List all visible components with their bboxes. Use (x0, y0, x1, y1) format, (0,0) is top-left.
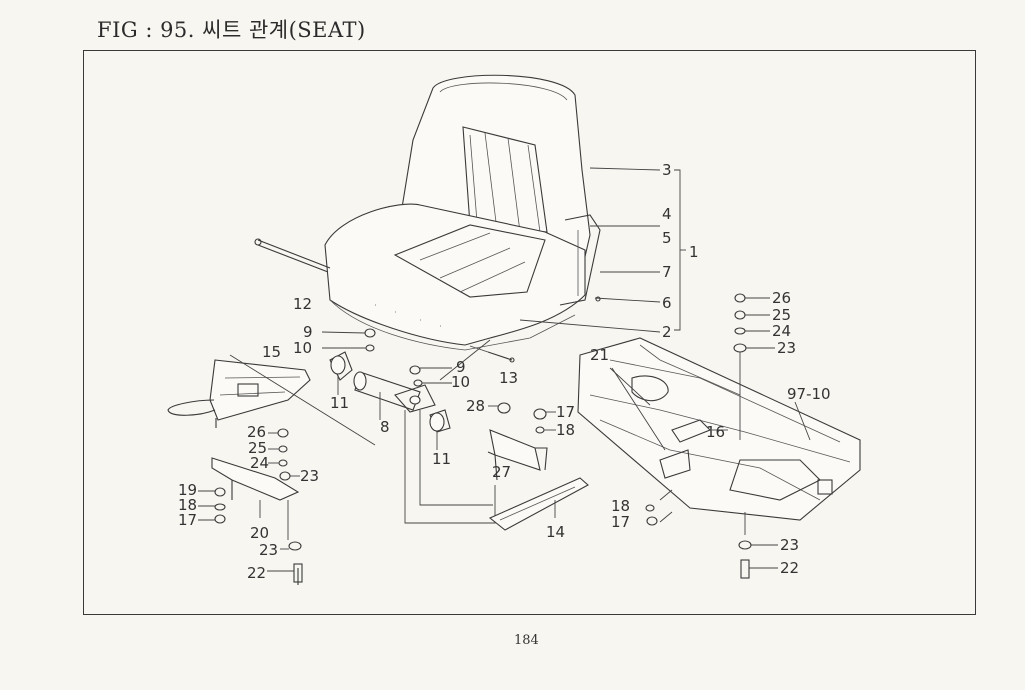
callout-9a: 9 (303, 323, 313, 341)
callout-11a: 11 (330, 394, 349, 412)
callout-labels: 3 4 5 1 7 6 2 12 9 10 15 9 10 13 11 8 11… (178, 161, 831, 582)
callout-9b: 9 (456, 358, 466, 376)
page-number: 184 (514, 633, 539, 648)
callout-23d: 23 (780, 536, 799, 554)
callout-17c: 17 (611, 513, 630, 531)
callout-7: 7 (662, 263, 672, 281)
callout-1: 1 (689, 243, 699, 261)
leader-bracket-1 (519, 167, 686, 333)
callout-13: 13 (499, 369, 518, 387)
callout-24b: 24 (772, 322, 791, 340)
callout-2: 2 (662, 323, 672, 341)
callout-23b: 23 (259, 541, 278, 559)
callout-17b: 17 (178, 511, 197, 529)
bolt-13 (469, 345, 515, 363)
callout-20: 20 (250, 524, 269, 542)
callout-28: 28 (466, 397, 485, 415)
bracket-20 (198, 428, 303, 585)
callout-6: 6 (662, 294, 672, 312)
callout-14: 14 (546, 523, 565, 541)
seat-assembly (324, 74, 601, 351)
callout-15: 15 (262, 343, 281, 361)
page-title: FIG : 95. 씨트 관계(SEAT) (97, 18, 366, 42)
slide-rail-right (487, 402, 589, 531)
callout-23a: 23 (300, 467, 319, 485)
callout-26a: 26 (247, 423, 266, 441)
callout-26b: 26 (772, 289, 791, 307)
callout-22a: 22 (247, 564, 266, 582)
callout-16: 16 (706, 423, 725, 441)
callout-23c: 23 (777, 339, 796, 357)
callout-24a: 24 (250, 454, 269, 472)
callout-21: 21 (590, 346, 609, 364)
callout-5: 5 (662, 229, 672, 247)
callout-27: 27 (492, 463, 511, 481)
callout-12: 12 (293, 295, 312, 313)
callout-18c: 18 (611, 497, 630, 515)
callout-25a: 25 (248, 439, 267, 457)
rod-12 (254, 238, 331, 273)
callout-17a: 17 (556, 403, 575, 421)
callout-11b: 11 (432, 450, 451, 468)
callout-25b: 25 (772, 306, 791, 324)
frame-plate-97-10 (577, 337, 861, 526)
shaft-8-group (229, 328, 496, 524)
fastener-stack-right (733, 293, 778, 579)
diagram-frame (83, 50, 976, 615)
callout-18a: 18 (556, 421, 575, 439)
callout-97-10: 97-10 (787, 385, 831, 403)
callout-4: 4 (662, 205, 672, 223)
callout-22b: 22 (780, 559, 799, 577)
callout-19: 19 (178, 481, 197, 499)
callout-10b: 10 (451, 373, 470, 391)
callout-10a: 10 (293, 339, 312, 357)
callout-8: 8 (380, 418, 390, 436)
callout-3: 3 (662, 161, 672, 179)
callout-18b: 18 (178, 496, 197, 514)
slide-rail-left (167, 359, 311, 428)
